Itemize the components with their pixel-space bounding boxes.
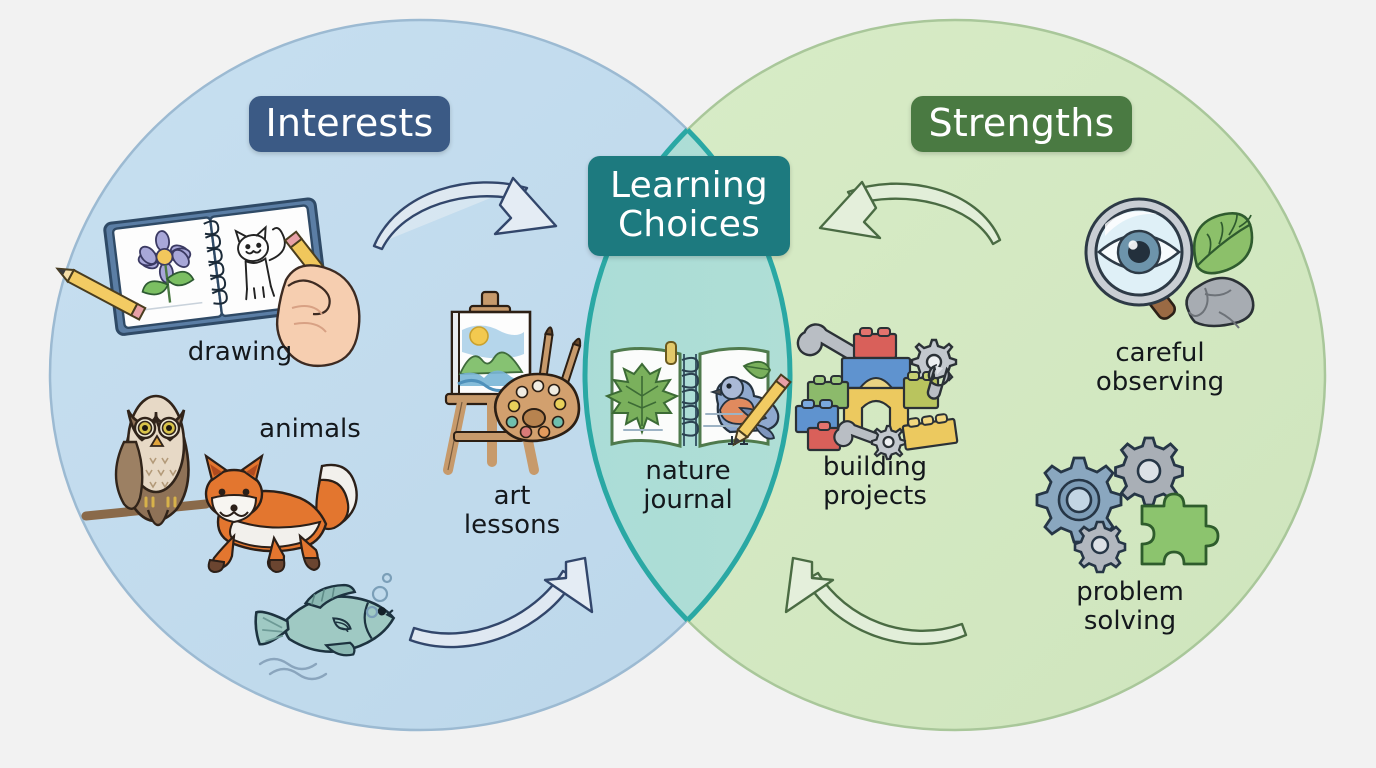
- building-blocks-icon: [792, 322, 964, 461]
- notebook-drawing-icon: [55, 190, 388, 368]
- easel-palette-icon: [432, 282, 592, 477]
- overlap-outline: [582, 20, 793, 730]
- owl-fox-icon: [81, 378, 396, 574]
- magnifier-eye-icon: [1055, 186, 1257, 336]
- top-right-arrow: [818, 180, 1002, 246]
- label-strengths[interactable]: Strengths: [911, 96, 1132, 152]
- bottom-left-arrow: [408, 556, 594, 649]
- top-left-arrow: [372, 176, 558, 251]
- label-interests[interactable]: Interests: [249, 96, 450, 152]
- bottom-right-arrow: [784, 556, 968, 646]
- gears-puzzle-icon: [1030, 432, 1232, 574]
- fish-icon: [252, 572, 422, 681]
- nature-journal-icon: [598, 338, 792, 458]
- label-learning-choices[interactable]: Learning Choices: [588, 156, 790, 256]
